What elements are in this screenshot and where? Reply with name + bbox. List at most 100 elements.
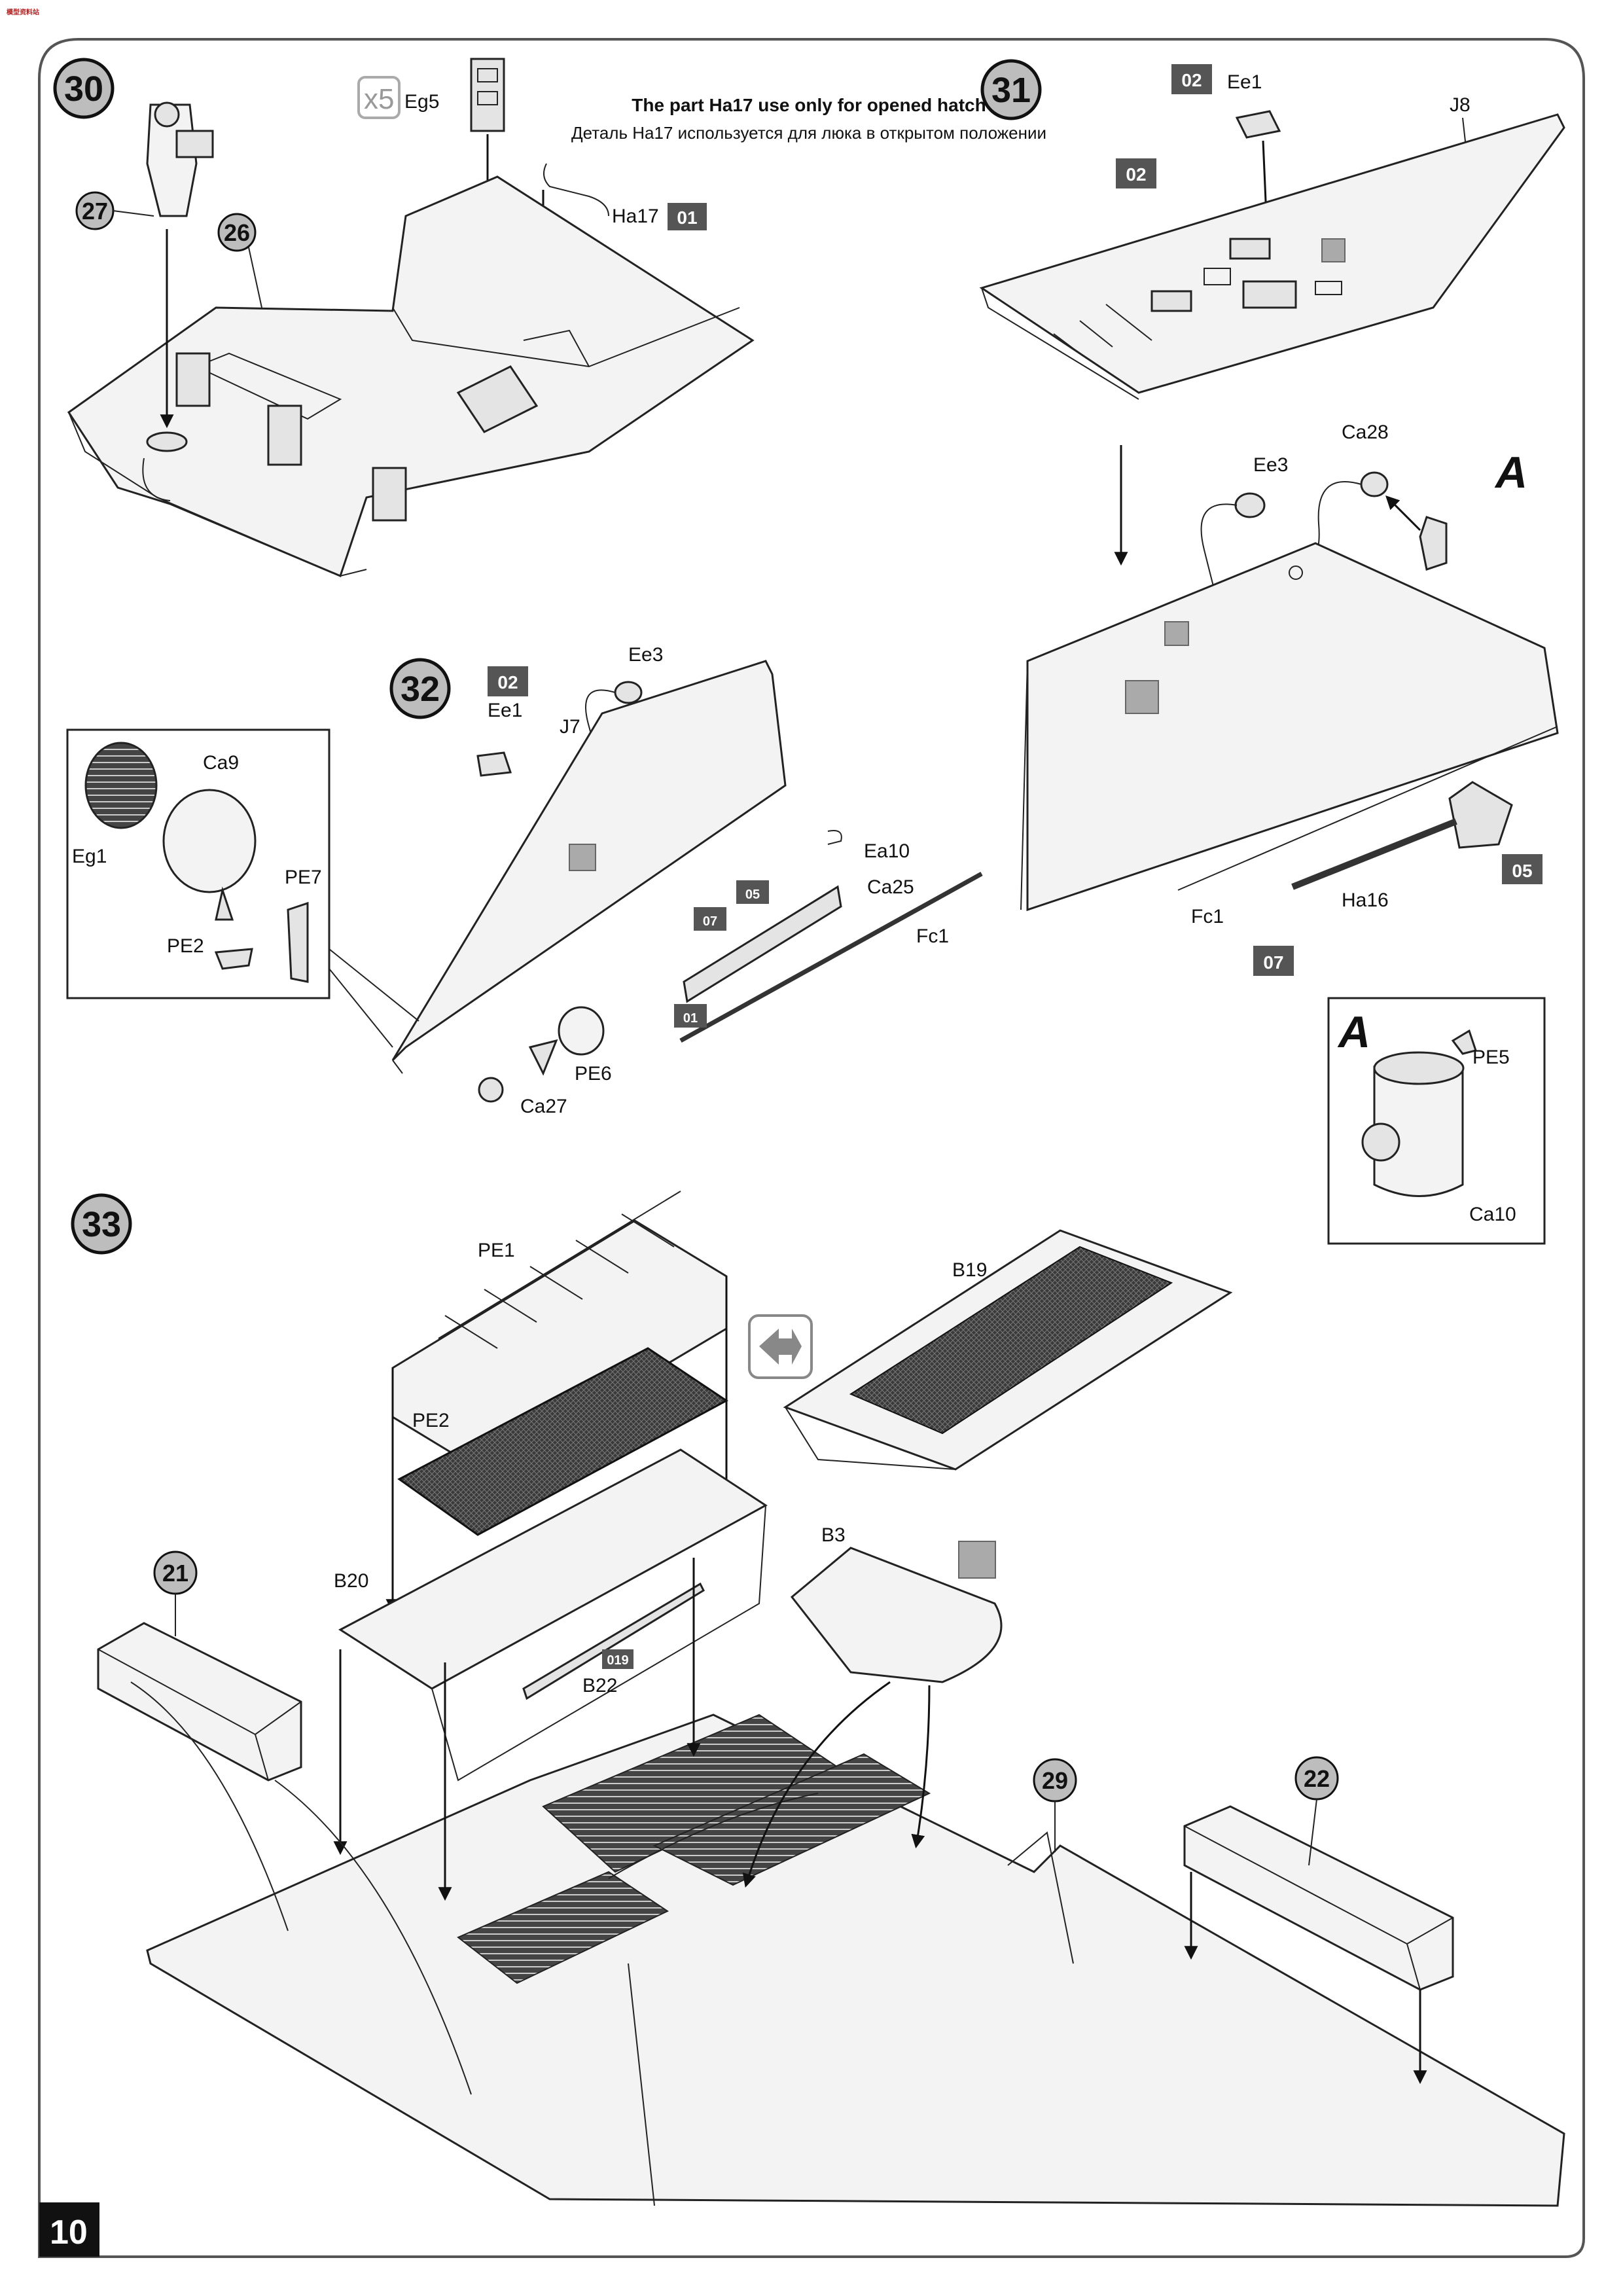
step-30-note-ru: Деталь Ha17 используется для люка в откр… xyxy=(571,123,1046,143)
part-pe6-icon xyxy=(528,1039,558,1076)
part-a-icon xyxy=(1419,516,1448,571)
tag-01 xyxy=(668,203,707,230)
label-ha17: Ha17 xyxy=(612,206,659,227)
part-ee3-step32-icon xyxy=(614,681,643,704)
tag-07-step31 xyxy=(1253,946,1294,976)
label-pe5: PE5 xyxy=(1472,1047,1510,1068)
step-32: 32 02 Ee1 Ee3 J7 Fc1 05 07 01 Ea10 Ca25 xyxy=(66,644,983,1117)
sub-29-number: 29 xyxy=(1042,1767,1068,1794)
step-32-number: 32 xyxy=(401,670,440,709)
watermark-logo: 模型资料站 xyxy=(4,3,46,20)
page-number: 10 xyxy=(50,2214,88,2251)
label-ee1-step31: Ee1 xyxy=(1227,71,1262,93)
sub-assembly-27-icon xyxy=(146,101,214,429)
step-30-number: 30 xyxy=(64,69,103,109)
headlight-inset-box: Ca9 Eg1 PE7 PE2 xyxy=(66,728,419,1048)
label-ea10: Ea10 xyxy=(864,840,910,862)
tag-02-step32-text: 02 xyxy=(497,672,518,692)
label-ca25: Ca25 xyxy=(867,876,914,898)
drill-hole-icon xyxy=(1321,238,1346,262)
sub-27-number: 27 xyxy=(82,198,108,224)
label-ee3-step31: Ee3 xyxy=(1253,454,1288,476)
multiplier-badge: x5 xyxy=(357,76,401,119)
label-b22: B22 xyxy=(582,1675,617,1696)
step-33: 33 PE1 PE2 B19 B20 xyxy=(71,1191,1565,2207)
label-pe6: PE6 xyxy=(575,1063,612,1085)
sub-26-number: 26 xyxy=(224,219,250,246)
label-ca9: Ca9 xyxy=(203,752,239,774)
watermark-text: 模型资料站 xyxy=(7,8,39,16)
tag-07-step32 xyxy=(694,907,726,931)
sub-22-number: 22 xyxy=(1304,1765,1330,1792)
label-ca27: Ca27 xyxy=(520,1096,567,1117)
part-b19-grille xyxy=(783,1229,1233,1471)
tag-02-top xyxy=(1171,64,1212,94)
tag-05-step32 xyxy=(736,880,769,904)
detail-a-label: A xyxy=(1494,448,1527,497)
tag-01-step32-text: 01 xyxy=(683,1011,698,1026)
label-ca28: Ca28 xyxy=(1342,422,1389,443)
label-b20: B20 xyxy=(334,1570,368,1592)
step-31: 31 02 Ee1 J8 02 Ee3 Ca28 xyxy=(979,59,1565,1245)
sub-assembly-21-box xyxy=(97,1622,472,2095)
part-ee1-step32-icon xyxy=(476,751,512,777)
step-31-number: 31 xyxy=(991,71,1031,110)
part-b22-icon xyxy=(522,1582,705,1700)
label-pe1: PE1 xyxy=(478,1240,515,1261)
hull-main-step33 xyxy=(146,1713,1565,2207)
label-j8: J8 xyxy=(1450,94,1471,116)
tag-02-mid xyxy=(1116,158,1156,188)
plate-j8 xyxy=(979,113,1565,400)
page-frame xyxy=(38,38,1585,2258)
part-ca28-icon xyxy=(1360,471,1389,497)
tag-05-step31 xyxy=(1502,854,1543,884)
alternative-swap-icon xyxy=(748,1314,813,1379)
tag-02-step32 xyxy=(488,666,528,696)
part-fc1-rail xyxy=(679,871,983,1043)
step-33-number: 33 xyxy=(82,1205,121,1244)
label-b3: B3 xyxy=(821,1524,846,1546)
detail-a-box-label: A xyxy=(1337,1007,1370,1057)
label-ee1-step32: Ee1 xyxy=(488,700,522,721)
part-b3-cover xyxy=(790,1547,1003,1683)
label-ha16: Ha16 xyxy=(1342,889,1389,911)
hull-section-step31 xyxy=(1020,542,1559,912)
page-number-block: 10 xyxy=(39,2202,99,2257)
tag-01-text: 01 xyxy=(677,207,697,228)
tag-05-step31-text: 05 xyxy=(1512,861,1532,881)
sub-assembly-22-box xyxy=(1183,1805,1454,2085)
step-30-badge xyxy=(53,58,115,119)
tag-019 xyxy=(602,1649,633,1669)
label-j7: J7 xyxy=(560,716,580,738)
tag-05-step32-text: 05 xyxy=(745,888,760,902)
sub-21-number: 21 xyxy=(162,1560,188,1587)
tag-01-step32 xyxy=(674,1004,707,1028)
label-b19: B19 xyxy=(952,1259,987,1281)
part-ea10-icon xyxy=(827,830,842,845)
part-ca27-housing-icon xyxy=(558,1006,605,1056)
part-shovel-icon xyxy=(1291,781,1513,890)
part-ee1-icon xyxy=(1235,110,1281,139)
step-30-note-en: The part Ha17 use only for opened hatch xyxy=(632,95,986,115)
label-fc1-step31: Fc1 xyxy=(1191,906,1224,927)
label-eg5: Eg5 xyxy=(404,91,439,113)
multiplier-text: x5 xyxy=(364,83,394,115)
tag-07-step31-text: 07 xyxy=(1263,952,1283,973)
label-pe2-step33: PE2 xyxy=(412,1410,450,1431)
label-eg1: Eg1 xyxy=(72,846,107,867)
tag-02-top-text: 02 xyxy=(1181,70,1202,90)
part-eg5-icon xyxy=(470,58,505,203)
detail-a-box: A PE5 Ca10 xyxy=(1327,997,1546,1245)
step-32-badge xyxy=(389,658,451,719)
label-pe7: PE7 xyxy=(285,867,322,888)
label-fc1-step32: Fc1 xyxy=(916,925,949,947)
drill-hole-icon-3 xyxy=(569,844,596,871)
part-ee3-icon xyxy=(1234,492,1266,518)
engine-deck-assembly xyxy=(67,175,755,578)
part-bar-05 xyxy=(683,885,842,1003)
part-ca27-icon xyxy=(478,1077,504,1103)
label-pe2-inset: PE2 xyxy=(167,935,204,957)
label-ee3-step32: Ee3 xyxy=(628,644,663,666)
tag-019-text: 019 xyxy=(607,1653,628,1668)
